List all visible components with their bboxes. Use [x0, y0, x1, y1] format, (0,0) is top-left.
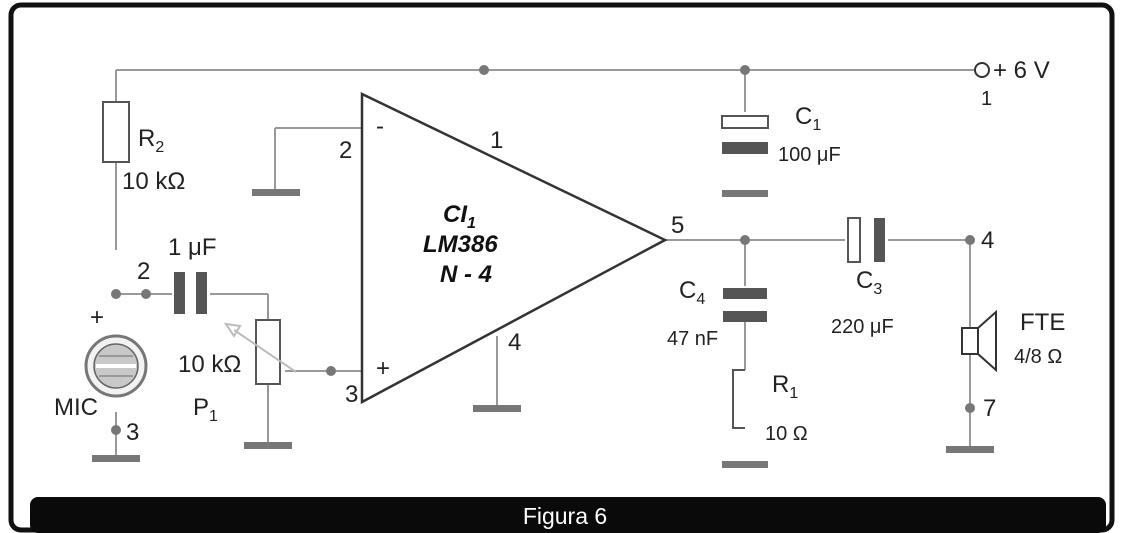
mic-label: MIC [54, 394, 98, 421]
ground-p1 [244, 442, 292, 449]
r1-value-label: 10 Ω [765, 423, 808, 445]
ground-pin4 [473, 405, 521, 412]
c3-plate-right [874, 218, 885, 262]
r2-value-label: 10 kΩ [122, 168, 185, 195]
c1-value-label: 100 μF [778, 144, 841, 166]
p1-ref-label: P1 [193, 394, 218, 425]
c1-plate-bottom [722, 142, 768, 154]
op-amp-triangle [360, 92, 668, 405]
r2-resistor [102, 101, 130, 163]
p1-value-label: 10 kΩ [178, 351, 241, 378]
speaker-label: FTE [1020, 309, 1065, 336]
c-in-plate-left [174, 272, 185, 314]
supply-label: + 6 V [993, 57, 1050, 84]
c4-plate-bottom [723, 311, 767, 322]
ground-c1 [722, 190, 768, 197]
junction-dots [111, 65, 975, 435]
speaker-node-bottom-label: 7 [983, 395, 996, 422]
c4-plate-top [723, 288, 767, 299]
c3-plate-left [847, 217, 861, 263]
ground-mic [92, 455, 140, 462]
ic-pin-3-label: 3 [345, 381, 358, 408]
c1-plate-top [721, 115, 769, 129]
ic-pin-2-label: 2 [339, 137, 352, 164]
r1-resistor [732, 369, 745, 429]
p1-wiper-arrow [233, 329, 297, 373]
speaker-node-top-label: 4 [981, 227, 994, 254]
microphone-icon [84, 334, 148, 398]
c4-ref-label: C4 [679, 277, 705, 308]
r1-ref-label: R1 [772, 371, 798, 402]
ic-pin-4-label: 4 [508, 329, 521, 356]
c3-value-label: 220 μF [831, 316, 894, 338]
mic-node-label: 3 [126, 419, 139, 446]
c-in-node-label: 2 [137, 258, 150, 285]
c1-ref-label: C1 [795, 103, 821, 134]
r2-ref-label: R2 [138, 125, 164, 156]
supply-terminal [974, 62, 990, 78]
c-in-plate-right [196, 272, 207, 314]
ground-r1 [722, 461, 768, 468]
supply-pin-label: 1 [981, 88, 992, 110]
ic-pin-1-label: 1 [490, 127, 503, 154]
ic-pin-5-label: 5 [671, 212, 684, 239]
ground-symbols [92, 189, 994, 468]
ic-noninv-sign: + [376, 355, 390, 382]
caption-bar [30, 497, 1106, 533]
speaker-icon [961, 309, 997, 373]
ground-pin2 [252, 189, 300, 196]
wires [115, 69, 975, 455]
ic-ref-label: CI1 [443, 201, 476, 232]
ic-part-label: LM386 [423, 231, 498, 258]
c3-ref-label: C3 [856, 267, 882, 298]
c-in-value-label: 1 μF [168, 234, 217, 261]
figure-caption: Figura 6 [523, 503, 607, 529]
ic-variant-label: N - 4 [440, 261, 492, 288]
ic-inv-sign: - [376, 113, 384, 140]
c4-value-label: 47 nF [667, 328, 718, 350]
p1-wiper-arrowhead [223, 322, 242, 338]
mic-plus-label: + [90, 304, 104, 331]
speaker-value-label: 4/8 Ω [1014, 346, 1062, 368]
ground-speaker [946, 446, 994, 453]
